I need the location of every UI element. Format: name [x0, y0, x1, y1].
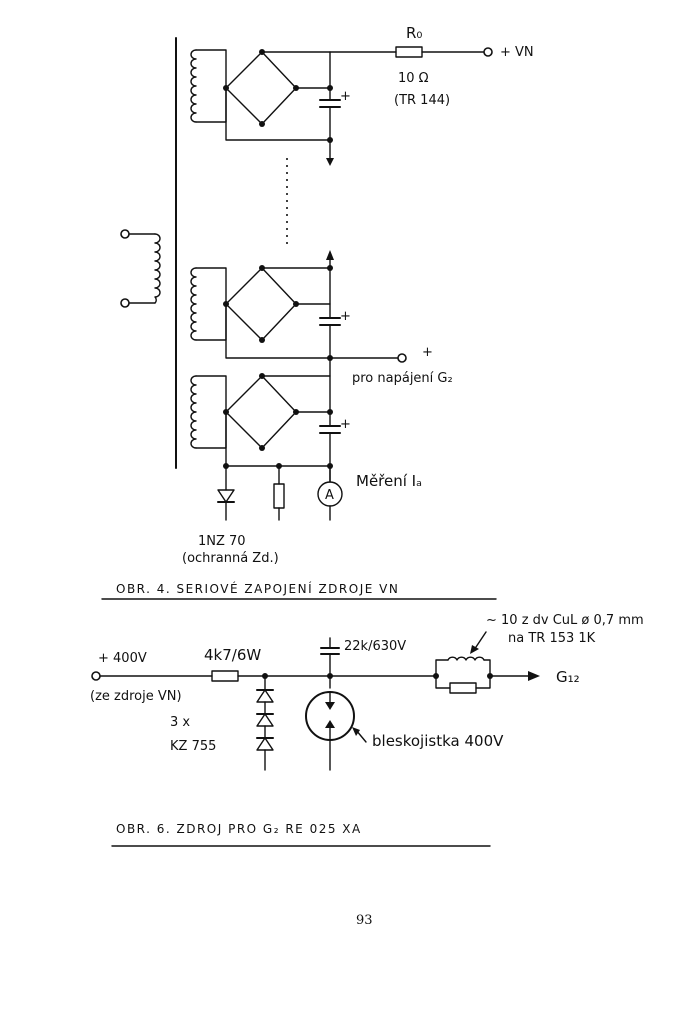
r0-resistor	[329, 46, 493, 58]
g2-tap-plus: +	[422, 345, 433, 360]
cap-plus-2: +	[340, 309, 351, 324]
diode-label: 1NZ 70	[198, 534, 246, 549]
figure-4-schematic	[120, 37, 493, 521]
input-note: (ze zdroje VN)	[90, 689, 182, 704]
r0-label: R₀	[406, 24, 422, 42]
figure-6-schematic	[91, 631, 540, 771]
output-g2-label: G₁₂	[556, 668, 580, 686]
input-label: + 400V	[98, 651, 147, 666]
cap-plus-1: +	[340, 89, 351, 104]
secondary-stage-3	[190, 373, 341, 483]
figure-4-caption: OBR. 4. SERIOVÉ ZAPOJENÍ ZDROJE VN	[116, 581, 399, 596]
ammeter-symbol: A	[325, 488, 334, 503]
parasitic-suppressor	[433, 631, 540, 694]
page-number: 93	[356, 913, 373, 928]
r0-value: 10 Ω	[398, 71, 429, 86]
zener-count: 3 x	[170, 715, 190, 730]
coil-note-2: na TR 153 1K	[508, 631, 596, 646]
g2-tap-label: pro napájení G₂	[352, 371, 453, 386]
cap-plus-3: +	[340, 417, 351, 432]
figure-6-caption: OBR. 6. ZDROJ PRO G₂ RE 025 XA	[116, 822, 362, 836]
zener-type: KZ 755	[170, 739, 216, 754]
resistor-4k7	[211, 670, 239, 682]
primary-winding	[120, 229, 161, 308]
tube-label: bleskojistka 400V	[372, 732, 504, 750]
secondary-stage-1	[190, 49, 341, 166]
spark-gap-tube	[305, 691, 367, 771]
measurement-section	[217, 463, 343, 521]
capacitor-22k	[320, 637, 340, 689]
r0-type: (TR 144)	[394, 93, 450, 108]
meter-label: Měření Iₐ	[356, 472, 422, 490]
coil-note: ~ 10 z dv CuL ø 0,7 mm	[486, 613, 644, 628]
cap-label: 22k/630V	[344, 639, 406, 654]
zener-stack	[256, 675, 274, 771]
diode-note: (ochranná Zd.)	[182, 551, 279, 566]
resistor-label: 4k7/6W	[204, 646, 261, 664]
output-vn-label: + VN	[500, 45, 534, 60]
secondary-stage-2	[190, 250, 407, 411]
